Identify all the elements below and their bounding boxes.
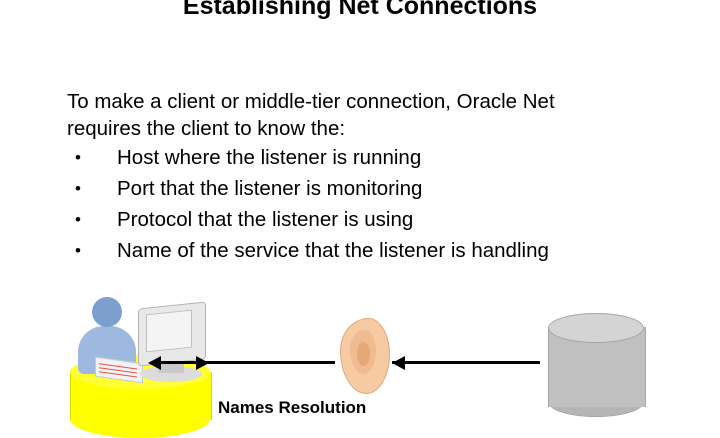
database-top-icon — [548, 313, 644, 343]
bullet-icon: • — [75, 148, 81, 167]
list-item-label: Name of the service that the listener is… — [117, 239, 549, 262]
body-text: To make a client or middle-tier connecti… — [67, 88, 677, 266]
list-item: • Protocol that the listener is using — [67, 204, 677, 235]
list-item: • Port that the listener is monitoring — [67, 173, 677, 204]
intro-line-1: To make a client or middle-tier connecti… — [67, 90, 555, 113]
list-item: • Host where the listener is running — [67, 142, 677, 173]
intro-line-2: requires the client to know the: — [67, 117, 346, 140]
list-item-label: Protocol that the listener is using — [117, 208, 414, 231]
ear-canal-icon — [357, 342, 370, 366]
monitor-base-icon — [140, 366, 202, 382]
list-item: • Name of the service that the listener … — [67, 235, 677, 266]
arrow-client-to-resolution — [160, 361, 335, 364]
list-item-label: Host where the listener is running — [117, 146, 422, 169]
arrow-right-icon — [196, 356, 209, 370]
list-item-label: Port that the listener is monitoring — [117, 177, 423, 200]
bullet-icon: • — [75, 210, 81, 229]
page-title: Establishing Net Connections — [182, 0, 538, 20]
arrow-left-icon — [148, 356, 161, 370]
arrow-left-icon — [392, 356, 405, 370]
bullet-icon: • — [75, 179, 81, 198]
bullet-icon: • — [75, 241, 81, 260]
arrow-resolution-to-database — [392, 361, 540, 364]
monitor-screen-icon — [146, 309, 192, 353]
person-head-icon — [92, 297, 122, 327]
diagram-caption: Names Resolution — [218, 398, 367, 417]
bullet-list: • Host where the listener is running • P… — [67, 142, 677, 266]
